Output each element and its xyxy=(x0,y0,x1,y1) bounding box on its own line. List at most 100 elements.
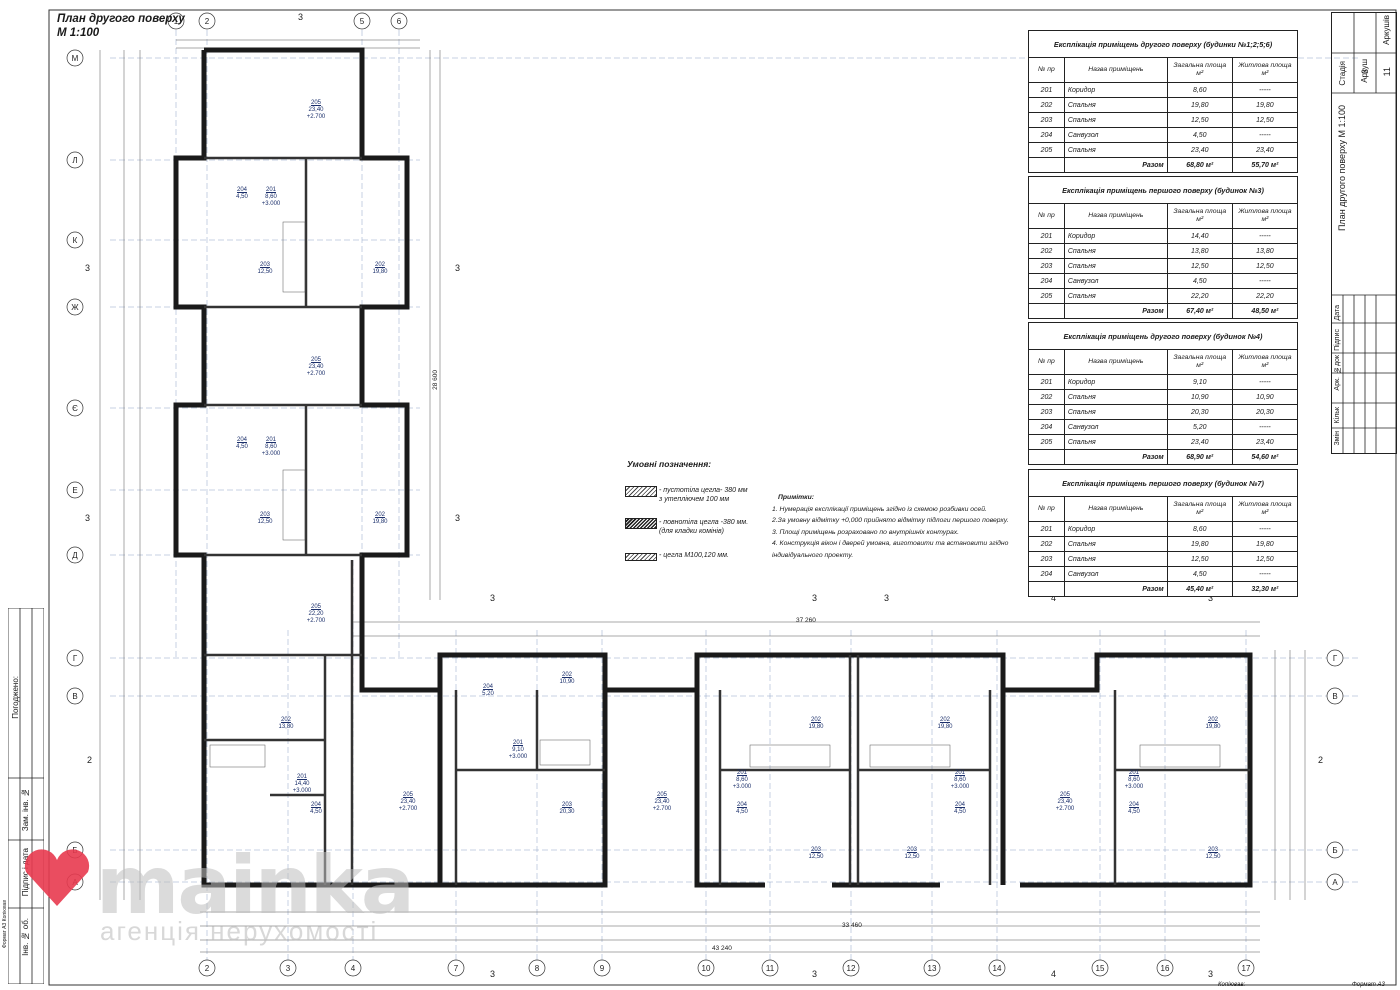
room-level: +2.700 xyxy=(306,114,326,120)
table-cell: 203 xyxy=(1028,258,1065,274)
table-cell: 12,50 xyxy=(1231,112,1299,128)
svg-text:Є: Є xyxy=(72,404,78,413)
table-caption: Експлікація приміщень першого поверху (б… xyxy=(1028,176,1298,204)
room-area: 20,30 xyxy=(559,809,575,815)
table-header: Назва приміщень xyxy=(1063,57,1168,83)
room-area: 13,80 xyxy=(278,724,294,730)
room-area: 10,90 xyxy=(559,679,575,685)
watermark-sub: агенція нерухомості xyxy=(100,916,379,946)
room-area: 23,40 xyxy=(400,799,416,805)
svg-text:Л: Л xyxy=(72,156,77,165)
room-area: 19,80 xyxy=(1205,724,1221,730)
table-cell: 204 xyxy=(1028,419,1065,435)
total-value: 32,30 м² xyxy=(1231,581,1299,597)
svg-text:3: 3 xyxy=(812,969,817,979)
hatch-swatch xyxy=(625,486,657,497)
table-cell: 12,50 xyxy=(1166,551,1233,567)
table-header: Житлова площа м² xyxy=(1231,203,1299,229)
table-cell: Санвузол xyxy=(1063,127,1168,143)
table-cell: 8,60 xyxy=(1166,82,1233,98)
explication-table: Експлікація приміщень першого поверху (б… xyxy=(1028,176,1299,319)
svg-text:2: 2 xyxy=(1318,755,1323,765)
dim-bottom-width2: 33 460 xyxy=(842,922,862,929)
room-level: +2.700 xyxy=(306,618,326,624)
table-cell: ----- xyxy=(1231,566,1299,582)
room-num: 201 xyxy=(736,770,747,776)
table-cell: 14,40 xyxy=(1166,228,1233,244)
svg-text:8: 8 xyxy=(535,964,540,973)
svg-text:13: 13 xyxy=(928,964,937,973)
svg-text:5: 5 xyxy=(360,17,365,26)
table-cell: Спальня xyxy=(1063,142,1168,158)
table-cell: ----- xyxy=(1231,273,1299,289)
room-num: 204 xyxy=(736,802,747,808)
dim-height: 28 600 xyxy=(432,370,439,390)
table-cell: Спальня xyxy=(1063,389,1168,405)
room-level: +3.000 xyxy=(292,788,312,794)
room-num: 201 xyxy=(954,770,965,776)
legend-text: - пустотіла цегла- 380 мм xyxy=(659,487,748,494)
room-num: 205 xyxy=(310,357,321,363)
table-cell: Санвузол xyxy=(1063,273,1168,289)
table-cell: ----- xyxy=(1231,419,1299,435)
total-label: Разом xyxy=(1063,157,1168,173)
rev-col: Змін xyxy=(1334,431,1341,446)
svg-text:4: 4 xyxy=(1051,969,1056,979)
room-num: 204 xyxy=(954,802,965,808)
svg-text:3: 3 xyxy=(286,964,291,973)
svg-text:К: К xyxy=(73,236,78,245)
table-header: № пр xyxy=(1028,496,1065,522)
table-cell: Спальня xyxy=(1063,288,1168,304)
table-cell: Коридор xyxy=(1063,374,1168,390)
inv-no-label: Інв. № об. xyxy=(21,918,30,956)
room-area: 4,50 xyxy=(1128,809,1140,815)
room-level: +3.000 xyxy=(732,784,752,790)
table-header: Житлова площа м² xyxy=(1231,496,1299,522)
room-area: 23,40 xyxy=(654,799,670,805)
total-label: Разом xyxy=(1063,581,1168,597)
table-caption: Експлікація приміщень другого поверху (б… xyxy=(1028,30,1298,58)
table-cell: Спальня xyxy=(1063,243,1168,259)
rev-col: Арк. xyxy=(1334,377,1341,391)
agreed-label: Погоджено: xyxy=(11,676,20,719)
table-cell: Спальня xyxy=(1063,434,1168,450)
svg-text:3: 3 xyxy=(455,513,460,523)
table-caption: Експлікація приміщень першого поверху (б… xyxy=(1028,469,1298,497)
table-cell: 12,50 xyxy=(1166,112,1233,128)
table-cell: 4,50 xyxy=(1166,127,1233,143)
watermark-brand: mainka xyxy=(96,839,415,932)
room-area: 22,20 xyxy=(308,611,324,617)
table-caption: Експлікація приміщень другого поверху (б… xyxy=(1028,322,1298,350)
table-cell: 205 xyxy=(1028,142,1065,158)
copied-label: Копіював: xyxy=(1218,982,1246,988)
table-cell: 203 xyxy=(1028,112,1065,128)
svg-text:7: 7 xyxy=(454,964,459,973)
table-cell: ----- xyxy=(1231,82,1299,98)
table-header: Загальна площа м² xyxy=(1166,349,1233,375)
zam-inv-label: Зам. інв. № xyxy=(21,788,30,832)
table-cell: Коридор xyxy=(1063,228,1168,244)
table-cell: 204 xyxy=(1028,566,1065,582)
room-num: 202 xyxy=(374,512,385,518)
table-cell: 23,40 xyxy=(1166,434,1233,450)
total-value: 68,80 м² xyxy=(1166,157,1233,173)
table-cell: ----- xyxy=(1231,374,1299,390)
room-num: 201 xyxy=(265,437,276,443)
room-level: +3.000 xyxy=(261,451,281,457)
room-area: 14,40 xyxy=(294,781,310,787)
svg-text:3: 3 xyxy=(490,593,495,603)
room-num: 202 xyxy=(280,717,291,723)
svg-text:3: 3 xyxy=(85,513,90,523)
